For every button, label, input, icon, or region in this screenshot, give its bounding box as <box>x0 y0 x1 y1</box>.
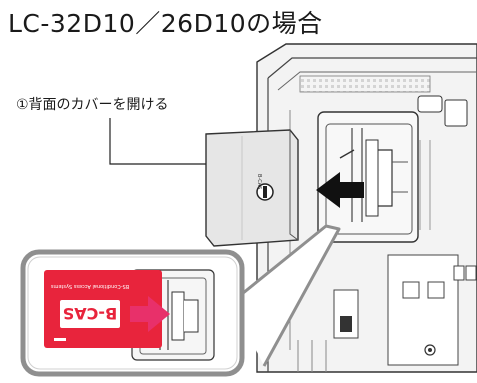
b-cas-card: B-CAS BS-Conditional Access Systems <box>44 270 162 348</box>
step-callout-label: ①背面のカバーを開ける <box>16 97 169 113</box>
slot-cover: B-CAS <box>205 129 299 247</box>
page-title: LC-32D10／26D10の場合 <box>8 9 323 38</box>
card-insert-arrow <box>130 296 170 332</box>
zoom-connector <box>231 224 341 367</box>
card-slot-recess <box>317 111 419 243</box>
svg-text:B-CAS: B-CAS <box>256 174 262 189</box>
callout-leader-line <box>109 118 206 165</box>
cover-direction-arrow <box>316 172 364 208</box>
card-label: B-CAS <box>63 304 117 323</box>
card-subtext: BS-Conditional Access Systems <box>51 283 130 289</box>
